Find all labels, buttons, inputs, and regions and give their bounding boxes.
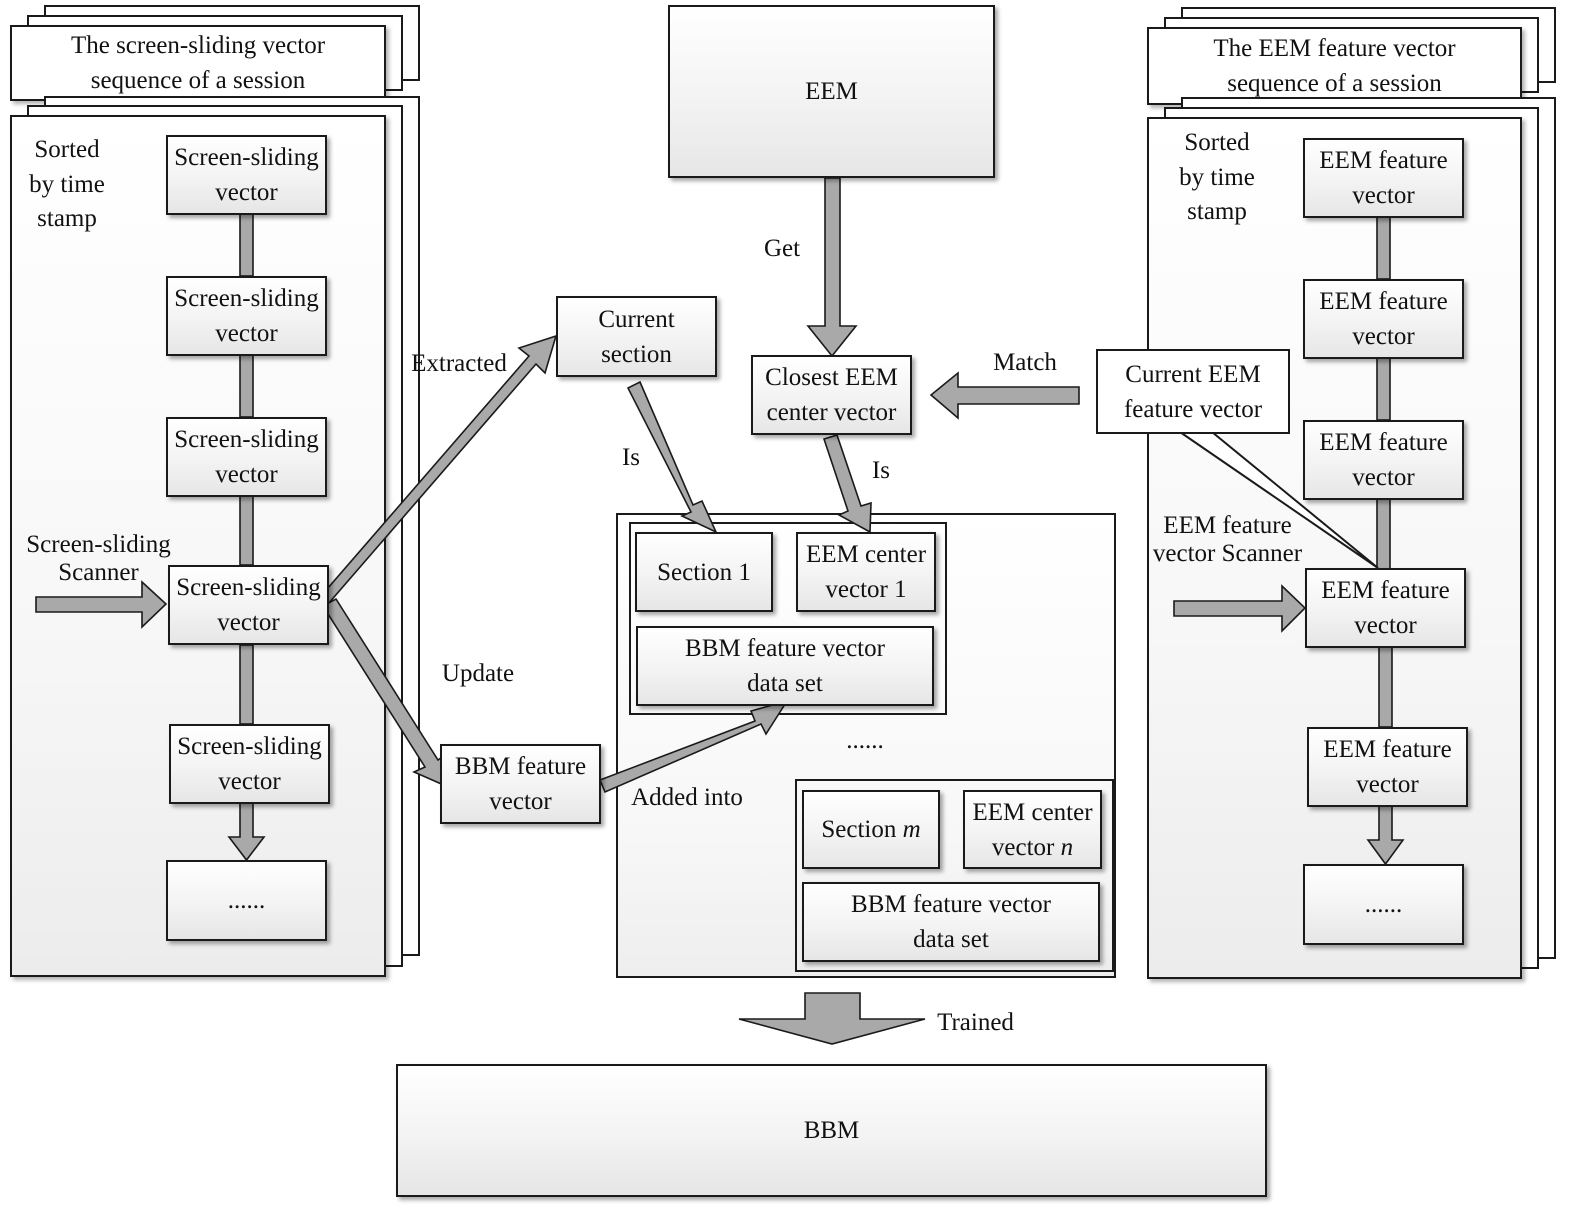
right-connector-3 [1376, 498, 1391, 571]
added-into-label: Added into [631, 784, 743, 811]
eem-center-vector-n-box: EEM center vector n [963, 790, 1102, 869]
right-connector-down-arrow [1366, 805, 1405, 866]
bbm-dataset-1-box: BBM feature vector data set [636, 626, 934, 706]
bbm-box: BBM [396, 1064, 1267, 1197]
right-sequence-panel [1147, 117, 1522, 979]
right-column-title: The EEM feature vector sequence of a ses… [1147, 27, 1522, 105]
eem-center-vector-1-box: EEM center vector 1 [796, 532, 936, 612]
eem-feature-vector-current: EEM feature vector [1305, 568, 1466, 648]
right-connector-1 [1376, 216, 1391, 280]
eem-feature-vector-2: EEM feature vector [1303, 279, 1464, 359]
left-connector-1 [239, 213, 254, 277]
left-connector-2 [239, 354, 254, 418]
is-arrow-section [626, 380, 718, 534]
bbm-feature-vector-box: BBM feature vector [440, 744, 601, 824]
eem-ellipsis-box: ...... [1303, 864, 1464, 945]
left-connector-3 [239, 495, 254, 566]
get-label: Get [763, 235, 801, 262]
is-label-center: Is [871, 457, 891, 484]
right-connector-4 [1378, 646, 1393, 728]
screen-sliding-scanner-arrow [35, 580, 168, 629]
left-column-title-text: The screen-sliding vector sequence of a … [70, 32, 326, 94]
right-connector-2 [1376, 357, 1391, 421]
extracted-arrow [319, 334, 558, 606]
is-arrow-center [822, 434, 872, 534]
eem-feature-vector-5: EEM feature vector [1307, 727, 1468, 807]
match-label: Match [993, 349, 1057, 376]
screen-sliding-ellipsis-box: ...... [166, 860, 327, 941]
update-arrow [321, 597, 449, 788]
trained-arrow [738, 992, 926, 1045]
right-sort-label: Sorted by time stamp [1179, 129, 1255, 225]
left-sort-label: Sorted by time stamp [29, 136, 105, 232]
left-connector-down-arrow [227, 802, 266, 862]
screen-sliding-vector-1: Screen-sliding vector [166, 135, 327, 215]
screen-sliding-vector-3: Screen-sliding vector [166, 417, 327, 497]
closest-eem-center-vector-box: Closest EEM center vector [751, 355, 912, 435]
eem-scanner-arrow [1173, 584, 1307, 633]
screen-sliding-vector-current: Screen-sliding vector [168, 565, 329, 645]
trained-label: Trained [937, 1009, 1014, 1036]
screen-sliding-scanner-label: Screen-sliding Scanner [26, 531, 171, 586]
right-column-title-text: The EEM feature vector sequence of a ses… [1213, 35, 1456, 97]
middle-ellipsis: ...... [846, 727, 884, 754]
current-eem-feature-vector-callout: Current EEM feature vector [1096, 349, 1290, 434]
match-arrow [929, 371, 1080, 420]
left-connector-4 [239, 644, 254, 725]
section-group-m [795, 779, 1114, 972]
update-label: Update [441, 660, 515, 687]
section-group-1 [629, 522, 947, 715]
added-into-arrow [598, 699, 789, 794]
current-section-box: Current section [556, 296, 717, 377]
left-sequence-panel [10, 115, 386, 977]
screen-sliding-vector-2: Screen-sliding vector [166, 276, 327, 356]
eem-box: EEM [668, 5, 995, 178]
section-1-box: Section 1 [635, 532, 773, 612]
extracted-label: Extracted [411, 350, 507, 377]
is-label-section: Is [621, 444, 641, 471]
eem-feature-vector-1: EEM feature vector [1303, 138, 1464, 218]
eem-feature-vector-3: EEM feature vector [1303, 420, 1464, 500]
eem-scanner-label: EEM feature vector Scanner [1152, 512, 1303, 567]
bbm-dataset-2-box: BBM feature vector data set [802, 882, 1100, 962]
get-arrow [806, 177, 858, 358]
section-m-box: Section m [802, 790, 940, 869]
screen-sliding-vector-5: Screen-sliding vector [169, 724, 330, 804]
